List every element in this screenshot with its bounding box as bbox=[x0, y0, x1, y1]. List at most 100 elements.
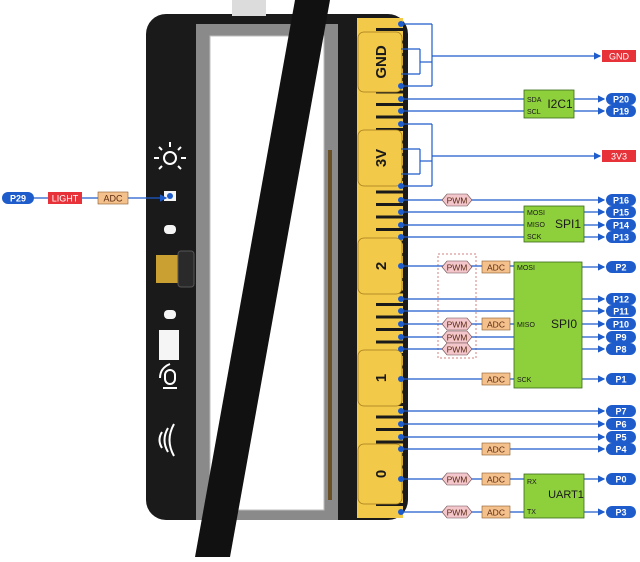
pad-label-gnd: GND bbox=[373, 45, 390, 79]
adc-tag bbox=[481, 317, 511, 331]
pin-label-text: P0 bbox=[615, 475, 626, 485]
pin-label-P2 bbox=[606, 261, 636, 273]
pwm-tag-text: PWM bbox=[447, 263, 468, 273]
i2c1-title: I2C1 bbox=[547, 97, 573, 111]
pin-label-text: P5 bbox=[615, 433, 626, 443]
pin-label-P12 bbox=[606, 293, 636, 305]
pin-label-text: P16 bbox=[613, 196, 629, 206]
spi0-miso-label: MISO bbox=[517, 322, 535, 329]
pin-label-text: P10 bbox=[613, 320, 629, 330]
p29-label bbox=[2, 192, 34, 204]
pin-label-P8 bbox=[606, 343, 636, 355]
pwm-tag-text: PWM bbox=[447, 475, 468, 485]
touch-icon bbox=[159, 363, 177, 389]
pad-label-0: 0 bbox=[373, 470, 390, 478]
finger-gap bbox=[376, 215, 403, 219]
pin-label-text: P15 bbox=[613, 208, 629, 218]
pin-label-text: P6 bbox=[615, 420, 626, 430]
finger-gap bbox=[376, 328, 403, 331]
finger-gap bbox=[376, 303, 403, 306]
gold-trace bbox=[328, 150, 332, 500]
pin-label-P1 bbox=[606, 373, 636, 385]
uart1-tx-label: TX bbox=[527, 509, 536, 516]
sound-icon bbox=[158, 423, 175, 457]
pin-label-P4 bbox=[606, 443, 636, 455]
uart1-block bbox=[523, 473, 585, 519]
pin-label-text: P11 bbox=[613, 307, 629, 317]
finger-gap bbox=[376, 28, 403, 31]
spi1-title: SPI1 bbox=[555, 217, 581, 231]
pin-label-text: P13 bbox=[613, 233, 629, 243]
pin-label-P9 bbox=[606, 331, 636, 343]
spi0-sck-label: SCK bbox=[517, 377, 532, 384]
sensor-adc-tag bbox=[97, 191, 129, 205]
light-label-text: LIGHT bbox=[52, 194, 79, 204]
pad-3v bbox=[357, 129, 403, 187]
adc-tag-text: ADC bbox=[487, 375, 505, 385]
pin-label-P14 bbox=[606, 219, 636, 231]
spi1-block bbox=[523, 205, 585, 243]
3v3-label bbox=[602, 150, 636, 162]
pin-label-text: P7 bbox=[615, 407, 626, 417]
i2c1-sda-label: SDA bbox=[527, 97, 542, 104]
finger-gap bbox=[376, 228, 403, 231]
pin-label-text: P9 bbox=[615, 333, 626, 343]
pin-label-P13 bbox=[606, 231, 636, 243]
pin-label-text: P12 bbox=[613, 295, 629, 305]
spi0-title: SPI0 bbox=[551, 317, 577, 331]
temp-sensor bbox=[156, 255, 180, 283]
white-block bbox=[159, 330, 179, 360]
spi1-mosi-label: MOSI bbox=[527, 210, 545, 217]
finger-gap bbox=[376, 340, 403, 344]
spi1-miso-label: MISO bbox=[527, 222, 545, 229]
pwm-tag bbox=[441, 260, 473, 274]
finger-gap bbox=[376, 415, 403, 419]
adc-tag-text: ADC bbox=[487, 475, 505, 485]
pin-label-P6 bbox=[606, 418, 636, 430]
pwm-tag bbox=[441, 317, 473, 331]
pwm-tag bbox=[441, 472, 473, 486]
p29-label-text: P29 bbox=[10, 194, 26, 204]
finger-gap bbox=[376, 115, 403, 119]
uart1-rx-label: RX bbox=[527, 479, 537, 486]
finger-gap bbox=[376, 128, 403, 131]
pwm-tag-text: PWM bbox=[447, 320, 468, 330]
pin-label-P7 bbox=[606, 405, 636, 417]
light-label bbox=[48, 192, 82, 204]
pin-label-P0 bbox=[606, 473, 636, 485]
led-pill-2 bbox=[164, 310, 176, 319]
finger-gap bbox=[376, 190, 403, 194]
adc-tag-text: ADC bbox=[487, 263, 505, 273]
sun-icon bbox=[154, 142, 186, 170]
gnd-label bbox=[602, 50, 636, 62]
pin-label-P5 bbox=[606, 431, 636, 443]
spi0-block bbox=[513, 261, 583, 389]
pad-label-3v: 3V bbox=[373, 149, 390, 167]
adc-tag bbox=[481, 505, 511, 519]
pad-label-1: 1 bbox=[373, 374, 390, 382]
uart1-title: UART1 bbox=[548, 489, 584, 501]
light-sensor-dot bbox=[167, 193, 173, 199]
pin-label-P3 bbox=[606, 506, 636, 518]
finger-gap bbox=[376, 503, 403, 506]
pad-0 bbox=[357, 443, 403, 505]
adc-tag bbox=[481, 442, 511, 456]
pwm-tag-text: PWM bbox=[447, 508, 468, 518]
diagonal-slash bbox=[195, 0, 330, 557]
pwm-tag bbox=[441, 342, 473, 356]
pin-label-text: P8 bbox=[615, 345, 626, 355]
adc-tag bbox=[481, 472, 511, 486]
pwm-tag-text: PWM bbox=[447, 333, 468, 343]
pin-label-text: P2 bbox=[615, 263, 626, 273]
3v3-label-text: 3V3 bbox=[611, 152, 627, 162]
gnd-label-text: GND bbox=[609, 52, 630, 62]
button-component bbox=[177, 250, 195, 288]
pad-gnd bbox=[357, 31, 403, 93]
i2c1-block bbox=[523, 89, 575, 119]
pin-label-P10 bbox=[606, 318, 636, 330]
finger-gap bbox=[376, 203, 403, 206]
pin-label-P11 bbox=[606, 305, 636, 317]
pwm-tag-text: PWM bbox=[447, 345, 468, 355]
